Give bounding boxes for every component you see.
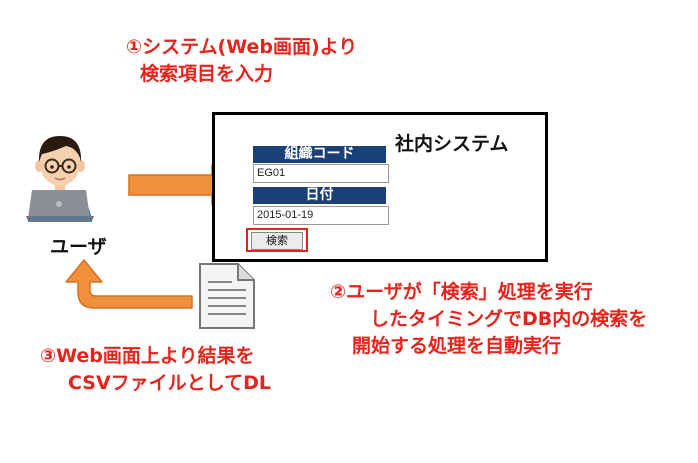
step1-line2: 検索項目を入力 (140, 63, 274, 85)
date-label: 日付 (253, 187, 386, 204)
step2-line2: したタイミングでDB内の検索を (370, 308, 648, 330)
org-code-input[interactable]: EG01 (253, 164, 389, 183)
user-with-laptop-icon (26, 136, 94, 222)
user-label: ユーザ (50, 236, 107, 258)
system-title: 社内システム (395, 133, 509, 155)
document-icon (199, 263, 255, 329)
search-button[interactable]: 検索 (251, 232, 303, 250)
step3-line2: CSVファイルとしてDL (68, 372, 271, 394)
org-code-label: 組織コード (253, 146, 386, 163)
step3-caption: ③Web画面上より結果を CSVファイルとしてDL (40, 343, 271, 397)
step2-line1: ②ユーザが「検索」処理を実行 (330, 281, 593, 303)
step1-caption: ①システム(Web画面)より 検索項目を入力 (126, 34, 357, 88)
step2-caption: ②ユーザが「検索」処理を実行 したタイミングでDB内の検索を 開始する処理を自動… (330, 279, 647, 360)
step3-line1: ③Web画面上より結果を (40, 345, 255, 367)
step1-line1: ①システム(Web画面)より (126, 36, 358, 58)
internal-system-window: 社内システム 組織コード EG01 日付 2015-01-19 検索 (212, 112, 548, 262)
date-input[interactable]: 2015-01-19 (253, 206, 389, 225)
search-button-highlight: 検索 (246, 228, 308, 252)
step2-line3: 開始する処理を自動実行 (352, 335, 562, 357)
u-turn-arrow-icon (65, 259, 193, 309)
